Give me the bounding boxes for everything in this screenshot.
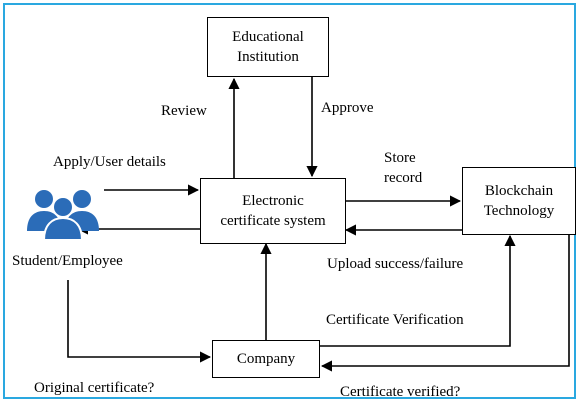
arrow-certificate-verified [320,233,570,372]
node-electronic-certificate-system: Electronic certificate system [200,178,346,244]
label-apply-user-details: Apply/User details [53,154,166,170]
node-company: Company [212,340,320,378]
users-icon [27,190,99,240]
node-educational-institution: Educational Institution [207,17,329,77]
node-blockchain-technology: Blockchain Technology [462,167,576,235]
label-upload-success-failure: Upload success/failure [327,256,464,272]
arrow-original-certificate [67,280,212,363]
label-certificate-verification: Certificate Verification [326,312,464,328]
label-original-certificate: Original certificate? [34,380,155,396]
arrow-certificate-verification [320,234,516,347]
label-store-record: Store record [384,150,423,186]
label-student-employee: Student/Employee [12,253,123,269]
label-review: Review [161,103,207,119]
label-certificate-verified: Certificate verified? [340,384,461,400]
label-approve: Approve [321,100,374,116]
